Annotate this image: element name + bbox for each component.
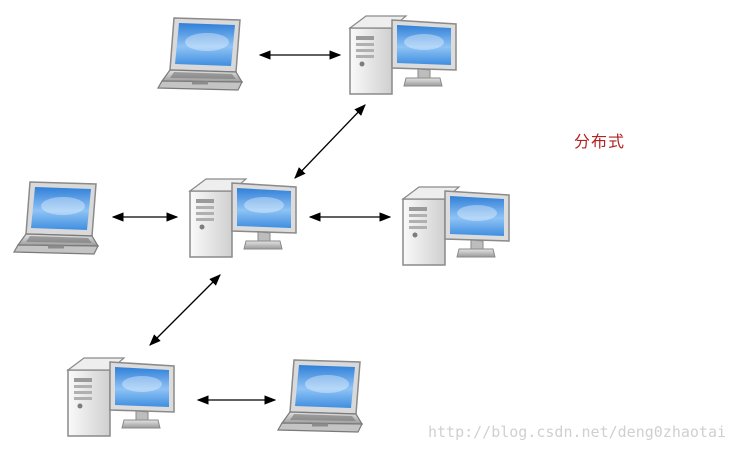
watermark-text: http://blog.csdn.net/deng0zhaotai bbox=[427, 423, 726, 441]
laptop-icon-left bbox=[13, 181, 99, 255]
edge-desktop-center-desktop-bottom bbox=[149, 274, 221, 346]
connections bbox=[111, 50, 392, 405]
desktop-icon-center bbox=[189, 178, 297, 258]
nodes bbox=[13, 15, 510, 437]
diagram-label: 分布式 bbox=[574, 132, 626, 151]
desktop-icon-right bbox=[402, 186, 510, 266]
edge-desktop-center-desktop-top bbox=[294, 104, 366, 179]
laptop-icon-top bbox=[157, 17, 243, 91]
desktop-icon-top bbox=[349, 15, 457, 95]
laptop-icon-bottom bbox=[277, 359, 363, 433]
desktop-icon-bottom bbox=[67, 357, 175, 437]
